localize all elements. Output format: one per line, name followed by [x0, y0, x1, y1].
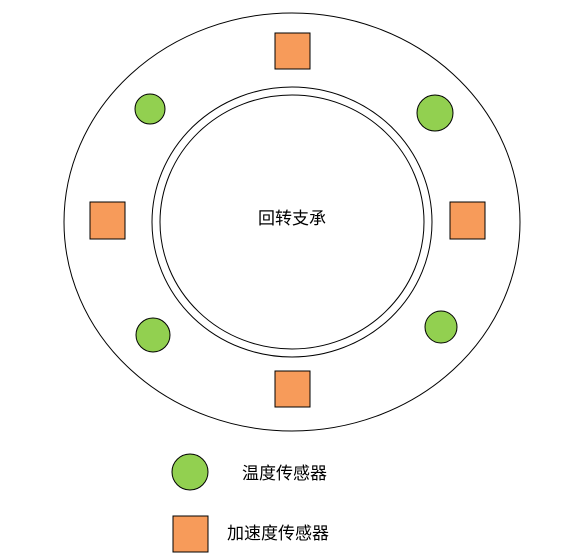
acceleration-sensor-bottom [274, 370, 311, 408]
acceleration-sensor-right [449, 201, 486, 240]
center-label: 回转支承 [258, 209, 326, 229]
legend: 温度传感器 加速度传感器 [171, 453, 329, 553]
bearing-outer-race [151, 86, 433, 358]
acceleration-sensor-left [89, 201, 126, 240]
legend-temperature-label: 温度传感器 [242, 464, 327, 484]
legend-temperature-swatch [171, 453, 209, 491]
temperature-sensor-lower-left [135, 317, 171, 353]
acceleration-sensor-top [274, 32, 311, 70]
outer-ring [63, 12, 521, 432]
legend-acceleration-label: 加速度传感器 [227, 524, 329, 544]
temperature-sensor-lower-right [424, 310, 458, 344]
bearing-inner-race [159, 94, 425, 350]
legend-acceleration-swatch [172, 515, 209, 553]
temperature-sensor-upper-left [134, 93, 166, 125]
temperature-sensor-upper-right [416, 94, 454, 132]
